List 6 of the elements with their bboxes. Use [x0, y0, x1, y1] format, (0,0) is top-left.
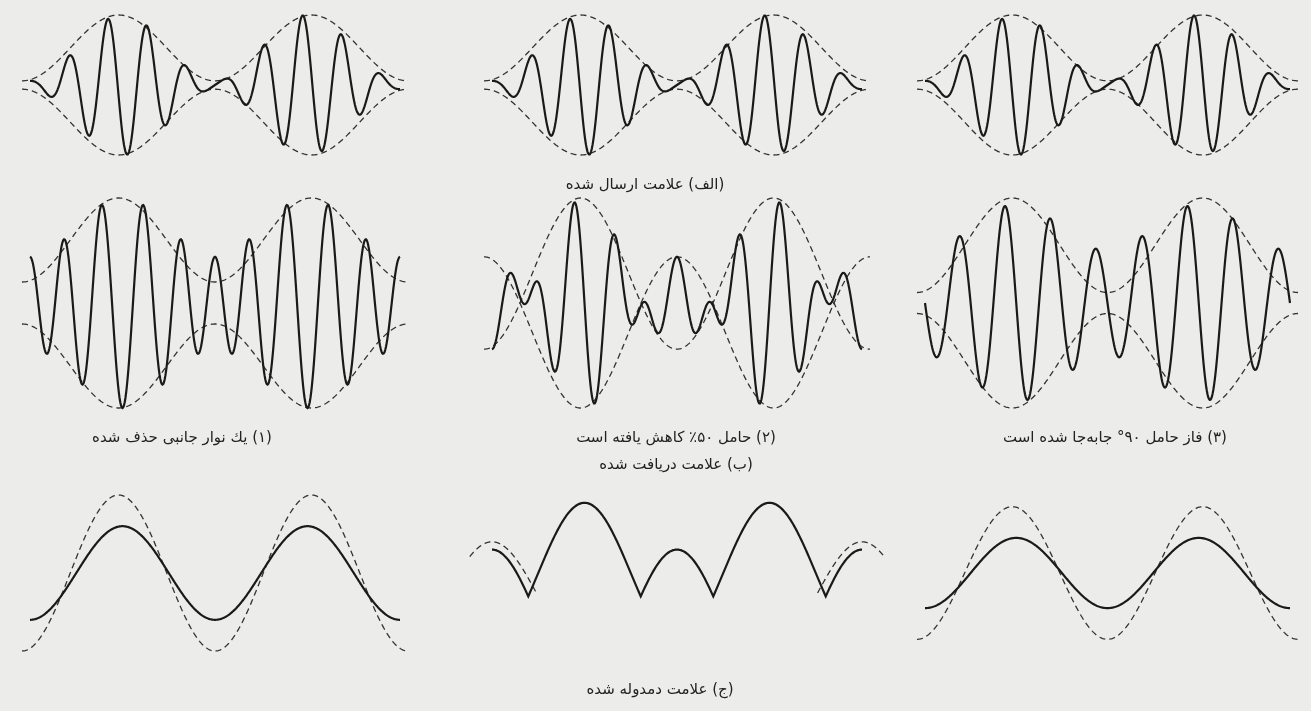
caption: (۳) فاز حامل ۹۰° جابه‌جا شده است	[1003, 428, 1227, 446]
caption: (۲) حامل ۵۰٪ کاهش یافته است	[576, 428, 776, 446]
caption: (ب) علامت دریافت شده	[599, 455, 753, 473]
caption: (ج) علامت دمدوله شده	[586, 680, 734, 698]
caption: (الف) علامت ارسال شده	[565, 175, 725, 193]
caption: (۱) یك نوار جانبی حذف شده	[92, 428, 272, 446]
